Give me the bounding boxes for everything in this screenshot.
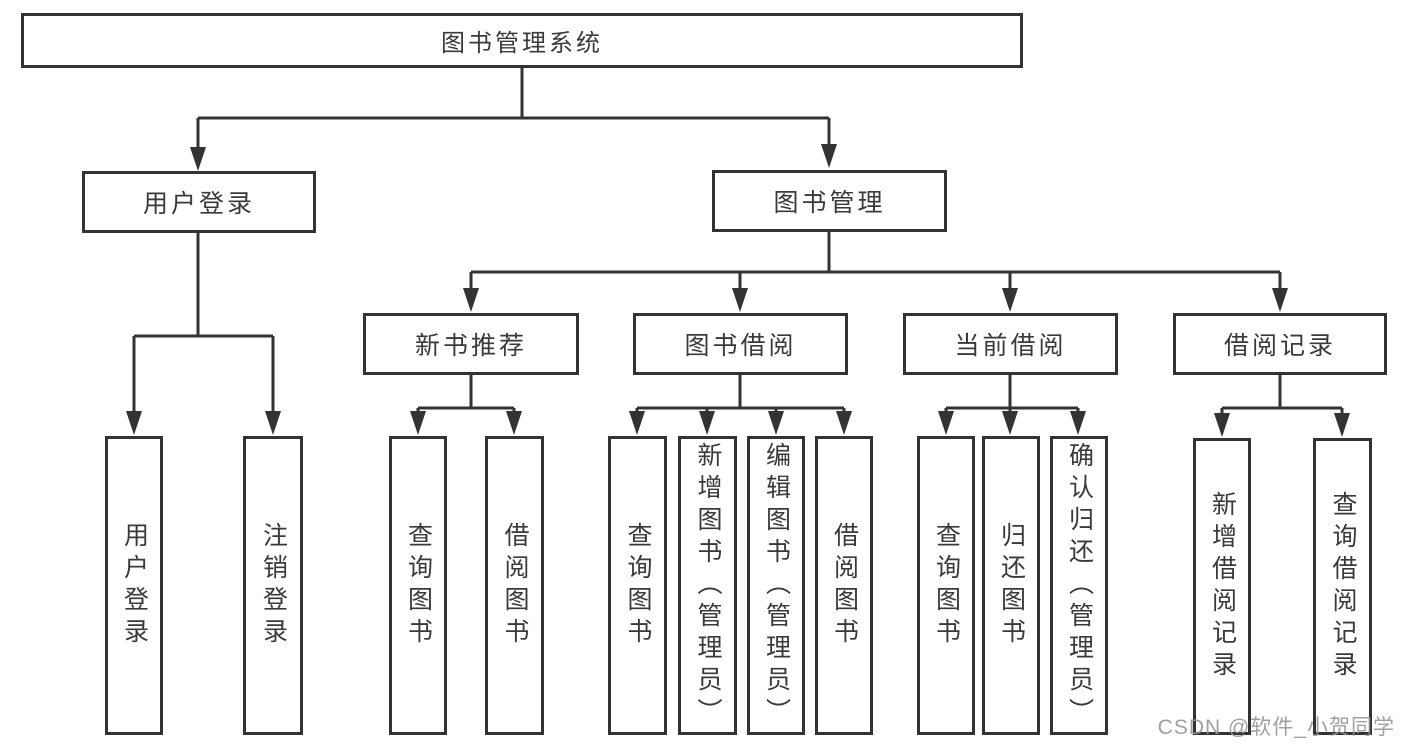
leaf-cb-query: 查询图书 <box>917 436 975 735</box>
leaf-logout: 注销登录 <box>243 436 303 735</box>
node-current-borrow-label: 当前借阅 <box>954 332 1067 360</box>
node-book-mgmt: 图书管理 <box>712 170 947 232</box>
node-borrow-records: 借阅记录 <box>1173 313 1387 375</box>
leaf-user-login-label: 用户登录 <box>120 521 149 650</box>
leaf-bb-edit: 编辑图书（管理员） <box>747 436 805 735</box>
leaf-bb-borrow: 借阅图书 <box>815 436 873 735</box>
leaf-br-add: 新增借阅记录 <box>1193 438 1251 735</box>
leaf-bb-edit-label: 编辑图书（管理员） <box>762 441 791 730</box>
leaf-bb-query: 查询图书 <box>608 436 667 735</box>
node-root-label: 图书管理系统 <box>441 30 603 57</box>
leaf-user-login: 用户登录 <box>105 436 163 735</box>
leaf-cb-confirm: 确认归还（管理员） <box>1050 436 1108 735</box>
leaf-rec-query: 查询图书 <box>389 436 447 735</box>
leaf-br-query: 查询借阅记录 <box>1313 438 1372 735</box>
leaf-br-add-label: 新增借阅记录 <box>1208 490 1237 683</box>
arrowheads <box>126 144 1350 437</box>
leaf-bb-borrow-label: 借阅图书 <box>830 521 859 650</box>
leaf-logout-label: 注销登录 <box>259 521 288 650</box>
leaf-bb-query-label: 查询图书 <box>624 521 652 650</box>
leaf-bb-add: 新增图书（管理员） <box>678 436 737 735</box>
node-book-borrow-label: 图书借阅 <box>684 332 797 360</box>
leaf-rec-borrow-label: 借阅图书 <box>501 521 529 650</box>
leaf-br-query-label: 查询借阅记录 <box>1329 490 1357 683</box>
node-current-borrow: 当前借阅 <box>903 313 1118 375</box>
watermark: CSDN @软件_小贺同学 <box>1157 716 1395 739</box>
node-user-login-label: 用户登录 <box>142 190 255 218</box>
node-book-borrow: 图书借阅 <box>633 313 848 375</box>
leaf-rec-borrow: 借阅图书 <box>485 436 544 735</box>
leaf-rec-query-label: 查询图书 <box>404 521 433 650</box>
node-user-login: 用户登录 <box>82 171 316 233</box>
node-root: 图书管理系统 <box>21 13 1023 68</box>
leaf-cb-return-label: 归还图书 <box>997 521 1026 650</box>
leaf-cb-return: 归还图书 <box>982 436 1040 735</box>
leaf-cb-confirm-label: 确认归还（管理员） <box>1065 441 1094 730</box>
node-new-book-rec: 新书推荐 <box>363 313 579 375</box>
node-borrow-records-label: 借阅记录 <box>1223 332 1336 360</box>
leaf-cb-query-label: 查询图书 <box>932 521 961 650</box>
leaf-bb-add-label: 新增图书（管理员） <box>694 441 722 730</box>
node-new-book-rec-label: 新书推荐 <box>414 332 527 360</box>
node-book-mgmt-label: 图书管理 <box>773 189 886 217</box>
